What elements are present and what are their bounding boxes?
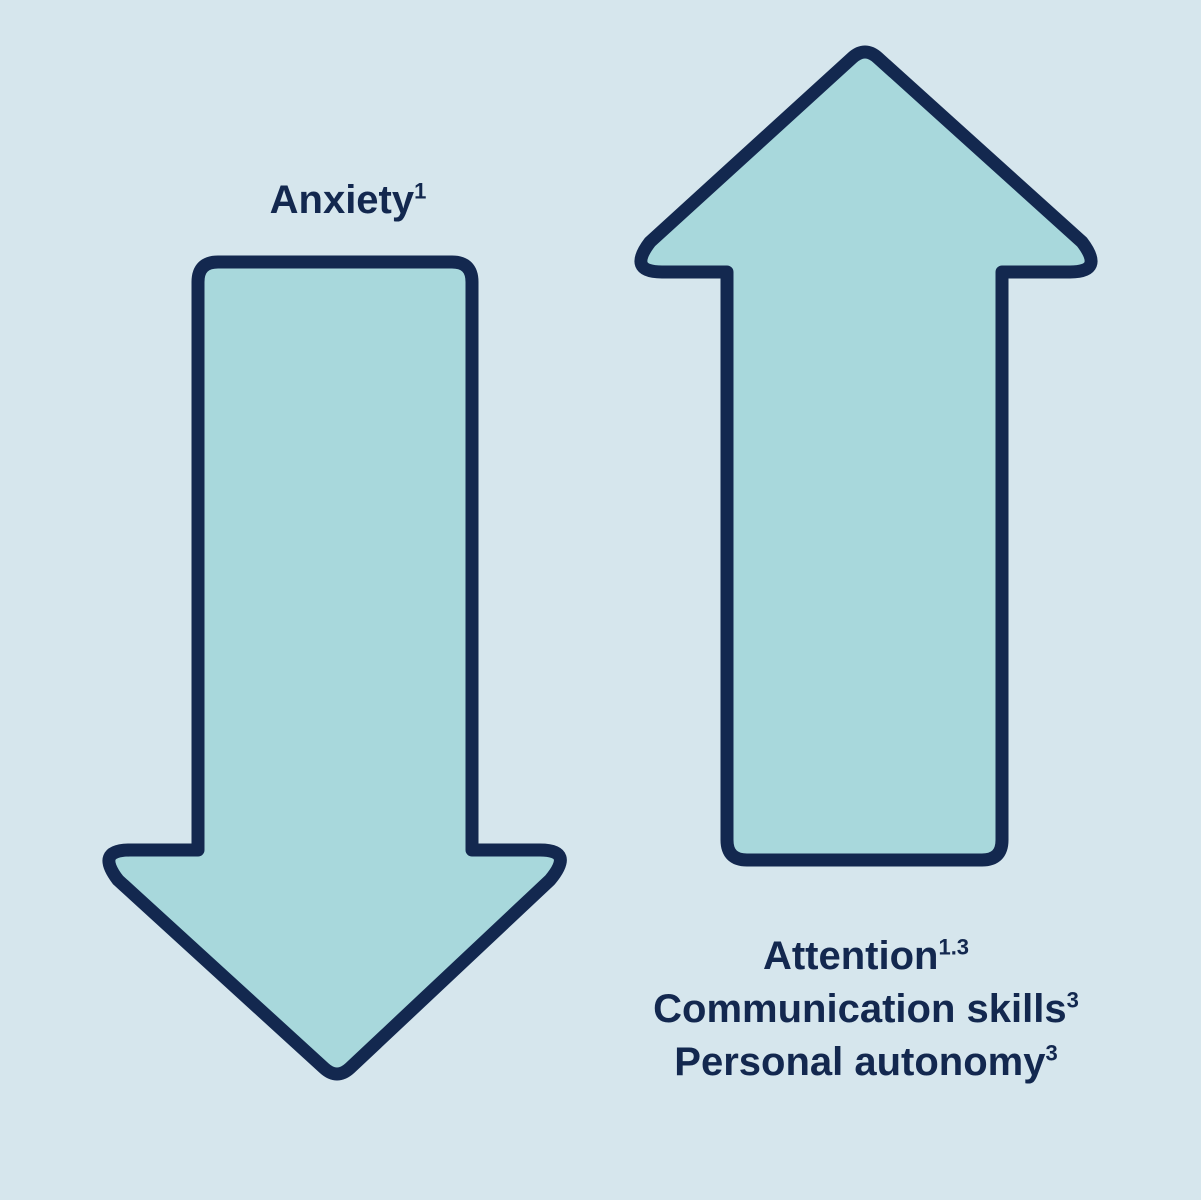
down-arrow-icon bbox=[102, 255, 567, 1081]
increase-item-text: Personal autonomy bbox=[674, 1040, 1046, 1084]
increase-item: Communication skills3 bbox=[600, 983, 1132, 1036]
decrease-label: Anxiety1 bbox=[198, 173, 498, 227]
decrease-label-text: Anxiety bbox=[269, 178, 415, 222]
increase-item-sup: 3 bbox=[1066, 987, 1079, 1013]
decrease-label-sup: 1 bbox=[414, 178, 427, 204]
increase-item-text: Attention bbox=[762, 934, 939, 978]
increase-label-group: Attention1.3 Communication skills3 Perso… bbox=[600, 930, 1132, 1089]
increase-item-sup: 1.3 bbox=[938, 934, 970, 960]
up-arrow-icon bbox=[634, 45, 1098, 867]
increase-item-text: Communication skills bbox=[653, 987, 1067, 1031]
increase-item: Personal autonomy3 bbox=[600, 1036, 1132, 1089]
increase-item-sup: 3 bbox=[1045, 1040, 1058, 1066]
increase-item: Attention1.3 bbox=[600, 930, 1132, 983]
